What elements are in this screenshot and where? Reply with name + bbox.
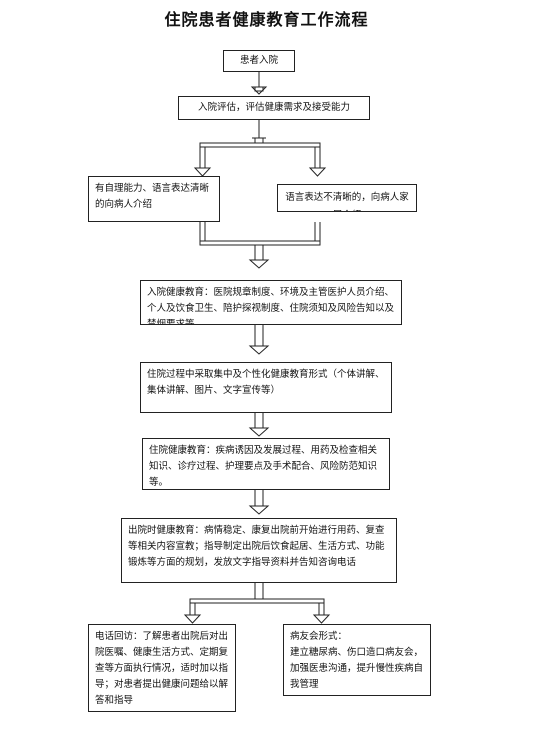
step-phone-followup-label: 电话回访：了解患者出院后对出院医嘱、健康生活方式、定期复查等方面执行情况，适时加… [95, 631, 229, 706]
arrow-edu-to-process [248, 325, 270, 355]
step-hospital-education: 住院健康教育：疾病诱因及发展过程、用药及检查相关知识、诊疗过程、护理要点及手术配… [142, 438, 390, 490]
arrow-hospital-to-discharge [248, 490, 270, 515]
step-patient-club-body: 建立糖尿病、伤口造口病友会，加强医患沟通，提升慢性疾病自我管理 [290, 647, 424, 690]
step-education-form-label: 住院过程中采取集中及个性化健康教育形式（个体讲解、集体讲解、图片、文字宣传等） [147, 369, 385, 396]
bottom-split-bracket [183, 583, 331, 624]
step-admission-education-label: 入院健康教育：医院规章制度、环境及主管医护人员介绍、个人及饮食卫生、陪护探视制度… [147, 287, 395, 325]
merge-bracket [199, 222, 321, 269]
step-discharge-education: 出院时健康教育：病情稳定、康复出院前开始进行用药、复查等相关内容宣教；指导制定出… [121, 518, 397, 583]
arrow-admission-to-assessment [252, 72, 266, 92]
step-patient-club-title: 病友会形式： [290, 631, 348, 642]
step-assessment: 入院评估，评估健康需求及接受能力 [178, 96, 370, 120]
step-family-intro: 语言表达不清晰的，向病人家属介绍 [277, 184, 417, 212]
step-assessment-label: 入院评估，评估健康需求及接受能力 [197, 102, 350, 113]
step-admission-education: 入院健康教育：医院规章制度、环境及主管医护人员介绍、个人及饮食卫生、陪护探视制度… [140, 280, 402, 325]
arrow-process-to-hospital [248, 413, 270, 437]
step-hospital-education-label: 住院健康教育：疾病诱因及发展过程、用药及检查相关知识、诊疗过程、护理要点及手术配… [149, 445, 378, 488]
step-discharge-education-label: 出院时健康教育：病情稳定、康复出院前开始进行用药、复查等相关内容宣教；指导制定出… [128, 525, 385, 568]
step-admission-label: 患者入院 [239, 55, 278, 66]
step-family-intro-label: 语言表达不清晰的，向病人家属介绍 [285, 192, 409, 211]
step-capable-patient: 有自理能力、语言表达清晰的向病人介绍 [88, 176, 220, 222]
step-capable-patient-label: 有自理能力、语言表达清晰的向病人介绍 [95, 183, 210, 210]
step-phone-followup: 电话回访：了解患者出院后对出院医嘱、健康生活方式、定期复查等方面执行情况，适时加… [88, 624, 236, 712]
step-admission: 患者入院 [223, 50, 295, 72]
step-patient-club: 病友会形式： 建立糖尿病、伤口造口病友会，加强医患沟通，提升慢性疾病自我管理 [283, 624, 431, 696]
page-title: 住院患者健康教育工作流程 [164, 10, 369, 29]
step-education-form: 住院过程中采取集中及个性化健康教育形式（个体讲解、集体讲解、图片、文字宣传等） [140, 362, 392, 413]
split-bracket [193, 120, 327, 177]
